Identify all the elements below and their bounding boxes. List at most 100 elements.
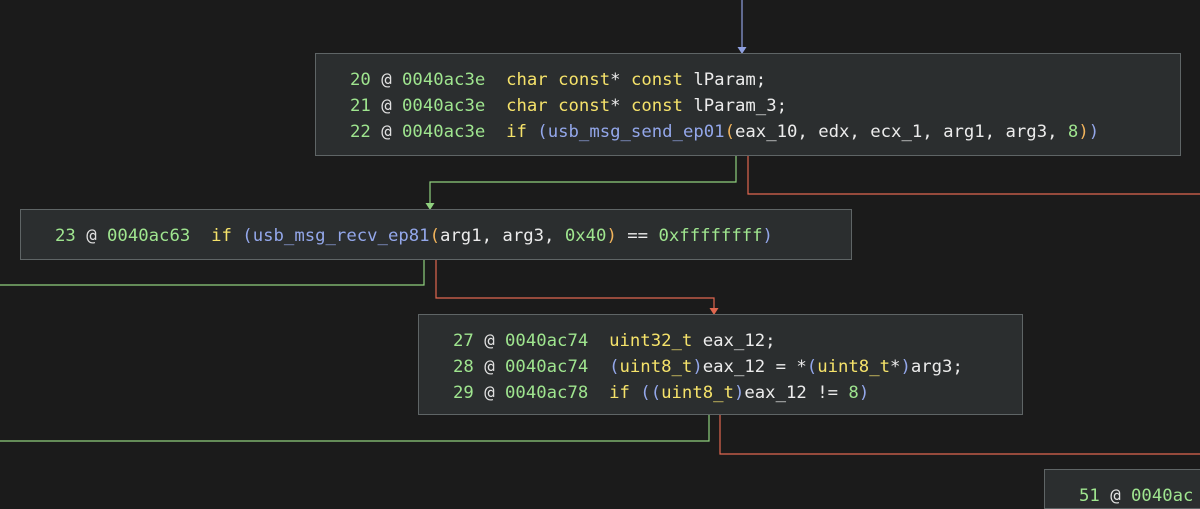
code-token: ): [900, 357, 911, 377]
code-line[interactable]: 29 @ 0040ac78 if ((uint8_t)eax_12 != 8): [453, 380, 1022, 406]
code-token: (: [242, 226, 253, 246]
code-token: uint8_t: [619, 357, 693, 377]
code-token: 21: [350, 96, 371, 116]
code-line[interactable]: 28 @ 0040ac74 (uint8_t)eax_12 = *(uint8_…: [453, 354, 1022, 380]
code-token: ): [858, 383, 870, 403]
code-token: usb_msg_recv_ep81: [252, 226, 430, 246]
code-token: 23: [55, 226, 76, 246]
code-token: lParam;: [682, 70, 767, 90]
code-token: ): [606, 226, 617, 246]
code-token: *: [610, 70, 631, 90]
code-line[interactable]: 27 @ 0040ac74 uint32_t eax_12;: [453, 328, 1022, 354]
block-partial[interactable]: 51 @ 0040ac: [1044, 469, 1200, 509]
code-line[interactable]: 23 @ 0040ac63 if (usb_msg_recv_ep81(arg1…: [55, 223, 851, 249]
code-token: usb_msg_send_ep01: [547, 122, 725, 142]
edge-true: [429, 156, 737, 206]
graph-edges: [0, 0, 1200, 455]
code-token: @: [473, 383, 506, 403]
code-token: [485, 122, 506, 142]
code-token: if: [506, 122, 527, 142]
code-token: (: [609, 357, 620, 377]
code-token: 0040ac3e: [402, 122, 486, 142]
edge-arrowhead: [709, 308, 719, 315]
block-0040ac3e[interactable]: 20 @ 0040ac3e char const* const lParam;2…: [315, 53, 1181, 156]
code-token: *: [890, 357, 901, 377]
code-token: @: [473, 357, 506, 377]
code-token: 8: [848, 383, 859, 403]
code-token: @: [370, 70, 403, 90]
code-token: 0040ac74: [505, 331, 589, 351]
code-token: 0040ac: [1131, 486, 1194, 506]
code-token: @: [75, 226, 108, 246]
code-token: @: [1099, 486, 1132, 506]
code-token: eax_12 = *: [702, 357, 807, 377]
code-token: const: [630, 70, 683, 90]
code-token: 0040ac63: [107, 226, 191, 246]
code-token: char const: [506, 70, 611, 90]
code-token: arg3;: [910, 357, 963, 377]
code-token: 20: [350, 70, 371, 90]
code-token: [527, 122, 537, 142]
code-line[interactable]: 22 @ 0040ac3e if (usb_msg_send_ep01(eax_…: [350, 119, 1180, 145]
code-token: [588, 331, 609, 351]
code-token: if: [609, 383, 630, 403]
code-token: [630, 383, 640, 403]
edge-false: [747, 156, 1200, 195]
code-token: [485, 96, 506, 116]
code-token: 0040ac78: [505, 383, 589, 403]
code-token: ==: [616, 226, 659, 246]
code-token: [485, 70, 506, 90]
code-token: ): [1078, 122, 1089, 142]
code-token: 51: [1079, 486, 1100, 506]
block-0040ac74[interactable]: 27 @ 0040ac74 uint32_t eax_12; 28 @ 0040a…: [418, 314, 1023, 415]
code-token: ((: [640, 383, 662, 403]
code-token: *: [610, 96, 631, 116]
code-token: char const: [506, 96, 611, 116]
edge-false: [435, 260, 715, 311]
code-token: ): [692, 357, 703, 377]
code-token: @: [473, 331, 506, 351]
code-token: eax_10, edx, ecx_1, arg1, arg3,: [734, 122, 1068, 142]
code-token: [588, 383, 609, 403]
code-token: 27: [453, 331, 474, 351]
code-token: 8: [1067, 122, 1079, 142]
code-token: arg1, arg3,: [439, 226, 565, 246]
code-token: ): [762, 226, 773, 246]
code-token: (: [806, 357, 818, 377]
edge-true: [0, 260, 425, 286]
code-token: ): [1088, 122, 1100, 142]
block-0040ac63[interactable]: 23 @ 0040ac63 if (usb_msg_recv_ep81(arg1…: [20, 209, 852, 260]
code-token: 0040ac74: [505, 357, 589, 377]
code-token: (: [537, 122, 548, 142]
edge-true: [0, 414, 710, 442]
code-token: eax_12 !=: [744, 383, 849, 403]
code-token: 0040ac3e: [402, 96, 486, 116]
code-token: 29: [453, 383, 474, 403]
code-token: (: [429, 226, 440, 246]
code-token: (: [724, 122, 735, 142]
code-token: uint8_t: [817, 357, 891, 377]
edge-false: [719, 414, 1200, 455]
code-token: 0040ac3e: [402, 70, 486, 90]
code-token: 0x40: [564, 226, 607, 246]
code-token: [588, 357, 609, 377]
code-token: uint8_t: [661, 383, 734, 403]
edge-arrowhead: [737, 47, 747, 54]
code-line[interactable]: 51 @ 0040ac: [1079, 483, 1200, 508]
code-token: 22: [350, 122, 371, 142]
code-token: @: [370, 122, 403, 142]
code-token: [190, 226, 211, 246]
code-token: uint32_t: [609, 331, 693, 351]
code-token: const: [630, 96, 683, 116]
code-token: 0xffffffff: [658, 226, 763, 246]
code-line[interactable]: 20 @ 0040ac3e char const* const lParam;: [350, 67, 1180, 93]
code-line[interactable]: 21 @ 0040ac3e char const* const lParam_3…: [350, 93, 1180, 119]
code-token: lParam_3;: [682, 96, 788, 116]
code-token: [232, 226, 242, 246]
code-token: if: [211, 226, 232, 246]
code-token: 28: [453, 357, 474, 377]
code-token: ): [733, 383, 745, 403]
code-token: @: [370, 96, 403, 116]
code-token: eax_12;: [692, 331, 776, 351]
edge-arrowhead: [425, 203, 435, 210]
